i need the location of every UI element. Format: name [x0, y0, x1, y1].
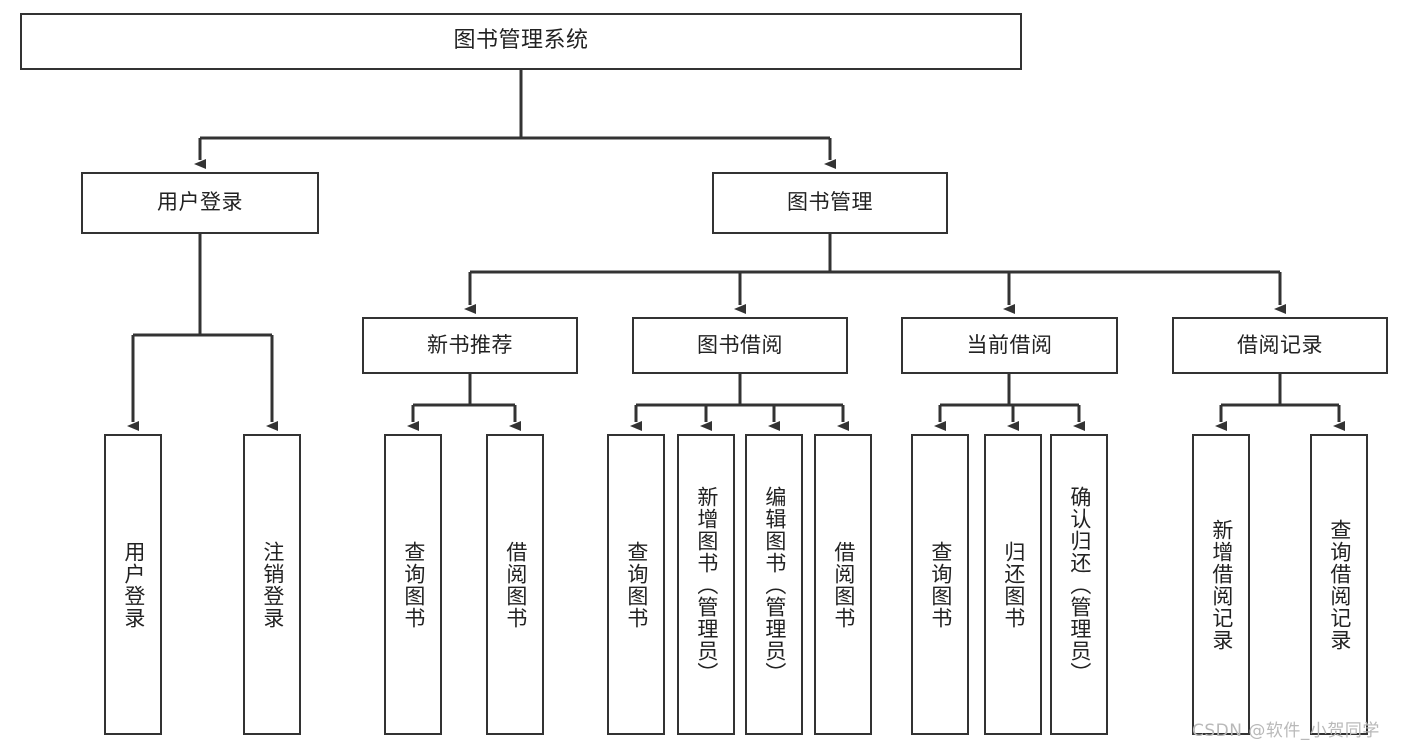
- node-label: 借阅记录: [1237, 332, 1323, 357]
- node-label: 查询图书: [928, 540, 953, 629]
- node-label: 图书管理系统: [453, 28, 589, 54]
- leaf-borrow-add-book-admin[interactable]: 新增图书（管理员）: [677, 434, 735, 735]
- node-label: 归还图书: [1001, 540, 1026, 629]
- csdn-watermark: CSDN @软件_小贺同学: [1192, 721, 1380, 741]
- leaf-user-logout[interactable]: 注销登录: [243, 434, 301, 735]
- leaf-borrow-edit-book-admin[interactable]: 编辑图书（管理员）: [745, 434, 803, 735]
- node-new-book-recommend[interactable]: 新书推荐: [362, 317, 578, 374]
- node-user-login[interactable]: 用户登录: [81, 172, 319, 234]
- node-label: 查询图书: [624, 540, 649, 629]
- node-book-management[interactable]: 图书管理: [712, 172, 948, 234]
- node-label: 查询借阅记录: [1327, 518, 1352, 651]
- leaf-borrow-borrow-books[interactable]: 借阅图书: [814, 434, 872, 735]
- leaf-current-confirm-return-admin[interactable]: 确认归还（管理员）: [1050, 434, 1108, 735]
- node-book-borrow[interactable]: 图书借阅: [632, 317, 848, 374]
- node-label: 用户登录: [157, 190, 243, 215]
- leaf-records-query-record[interactable]: 查询借阅记录: [1310, 434, 1368, 735]
- node-label: 图书借阅: [697, 332, 783, 357]
- node-label: 编辑图书（管理员）: [762, 485, 787, 684]
- node-borrow-records[interactable]: 借阅记录: [1172, 317, 1388, 374]
- leaf-current-return-books[interactable]: 归还图书: [984, 434, 1042, 735]
- node-label: 图书管理: [787, 190, 873, 215]
- node-label: 当前借阅: [966, 332, 1053, 357]
- leaf-records-add-record[interactable]: 新增借阅记录: [1192, 434, 1250, 735]
- leaf-current-query-books[interactable]: 查询图书: [911, 434, 969, 735]
- leaf-newbook-query-books[interactable]: 查询图书: [384, 434, 442, 735]
- node-current-borrow[interactable]: 当前借阅: [901, 317, 1118, 374]
- leaf-user-login[interactable]: 用户登录: [104, 434, 162, 735]
- node-label: 查询图书: [401, 540, 426, 629]
- node-root[interactable]: 图书管理系统: [20, 13, 1022, 70]
- node-label: 借阅图书: [831, 540, 856, 629]
- node-label: 确认归还（管理员）: [1067, 485, 1092, 684]
- node-label: 注销登录: [260, 540, 285, 629]
- node-label: 用户登录: [121, 540, 146, 629]
- node-label: 新增图书（管理员）: [694, 485, 719, 684]
- node-label: 借阅图书: [503, 540, 528, 629]
- node-label: 新书推荐: [427, 332, 513, 357]
- leaf-newbook-borrow-books[interactable]: 借阅图书: [486, 434, 544, 735]
- node-label: 新增借阅记录: [1209, 518, 1234, 651]
- leaf-borrow-query-books[interactable]: 查询图书: [607, 434, 665, 735]
